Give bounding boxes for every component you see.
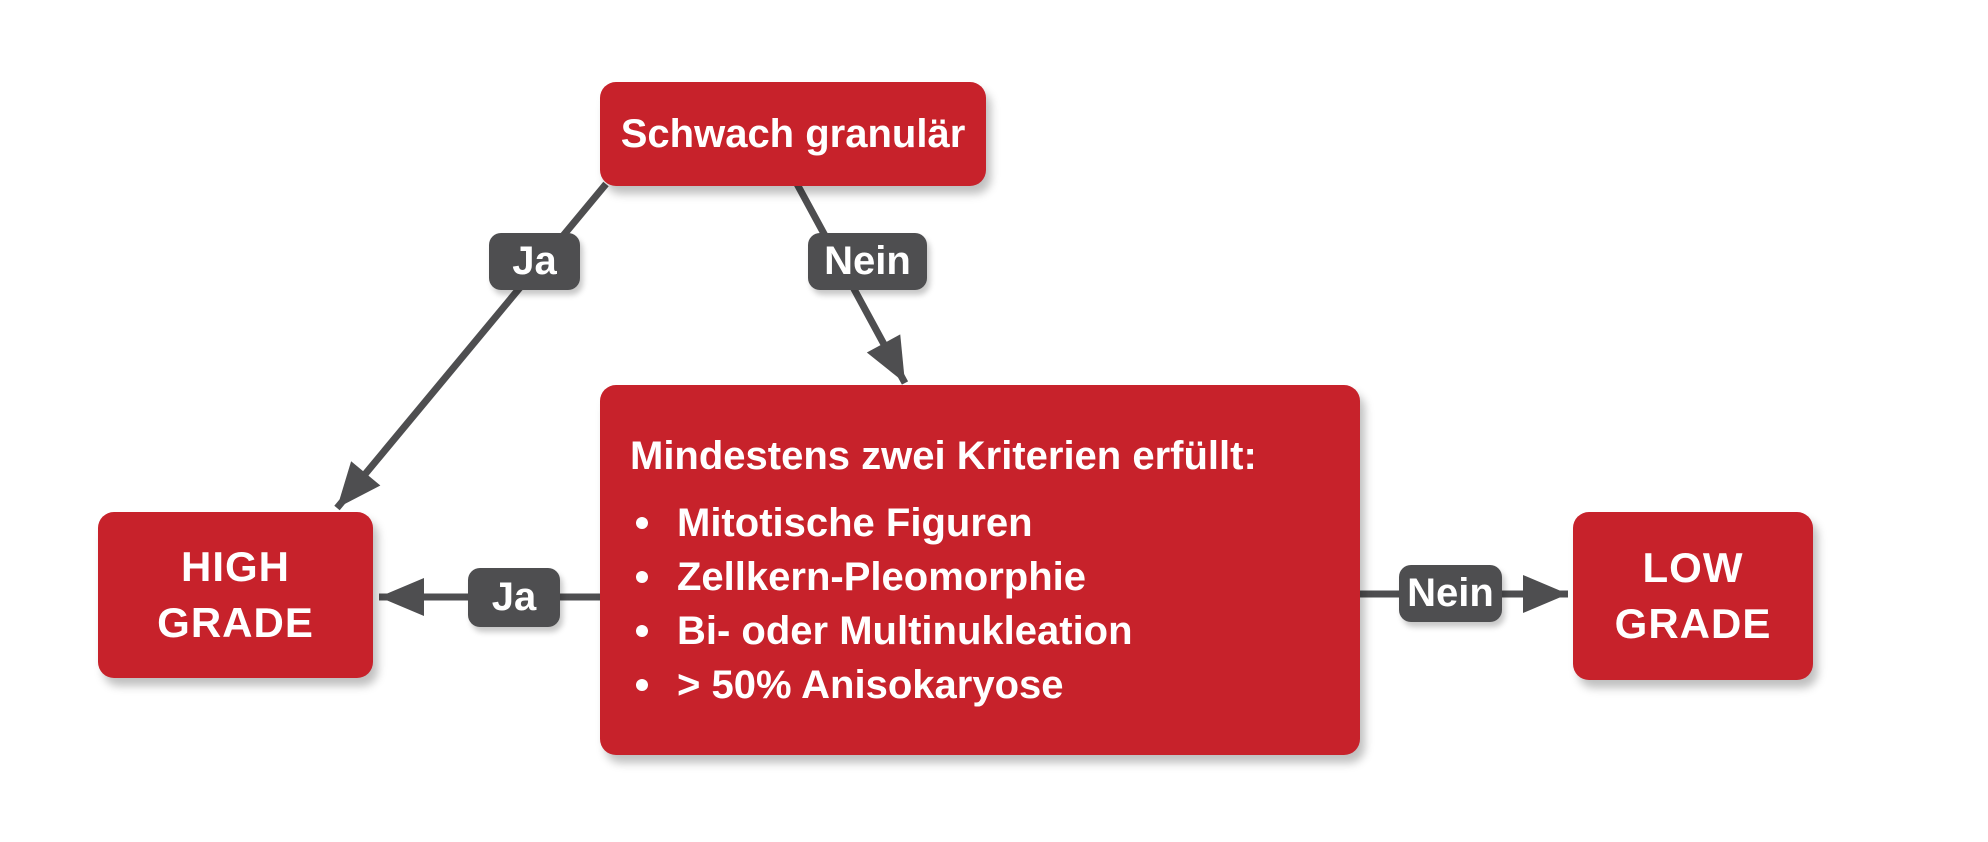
edge-label-nein-root-criteria: Nein <box>808 233 927 290</box>
node-criteria: Mindestens zwei Kriterien erfüllt: Mitot… <box>600 385 1360 755</box>
criteria-item: Bi- oder Multinukleation <box>630 604 1330 658</box>
criteria-item: Mitotische Figuren <box>630 496 1330 550</box>
criteria-item-label: > 50% Anisokaryose <box>677 663 1064 707</box>
edge-label-ja-root-high: Ja <box>489 233 580 290</box>
node-root-label: Schwach granulär <box>620 111 966 156</box>
node-low-grade: LOW GRADE <box>1573 512 1813 680</box>
edge-label-text: Nein <box>824 239 911 283</box>
criteria-item-label: Mitotische Figuren <box>677 501 1033 545</box>
edge-label-ja-criteria-high: Ja <box>468 568 560 627</box>
edge-label-text: Ja <box>512 239 557 283</box>
node-root-schwach-granulaer: Schwach granulär <box>600 82 986 186</box>
node-high-grade: HIGH GRADE <box>98 512 373 678</box>
criteria-heading: Mindestens zwei Kriterien erfüllt: <box>630 434 1257 478</box>
bullet-dot-icon <box>636 571 648 583</box>
criteria-list: Mitotische Figuren Zellkern-Pleomorphie … <box>630 496 1330 712</box>
edge-label-nein-criteria-low: Nein <box>1399 565 1502 622</box>
edge-label-text: Nein <box>1407 571 1494 615</box>
criteria-item-label: Bi- oder Multinukleation <box>677 609 1133 653</box>
node-low-grade-label: LOW GRADE <box>1614 544 1772 647</box>
criteria-item-label: Zellkern-Pleomorphie <box>677 555 1086 599</box>
criteria-item: > 50% Anisokaryose <box>630 658 1330 712</box>
criteria-item: Zellkern-Pleomorphie <box>630 550 1330 604</box>
bullet-dot-icon <box>636 679 648 691</box>
bullet-dot-icon <box>636 625 648 637</box>
bullet-dot-icon <box>636 517 648 529</box>
edge-label-text: Ja <box>491 575 537 619</box>
node-high-grade-label: HIGH GRADE <box>157 543 314 646</box>
